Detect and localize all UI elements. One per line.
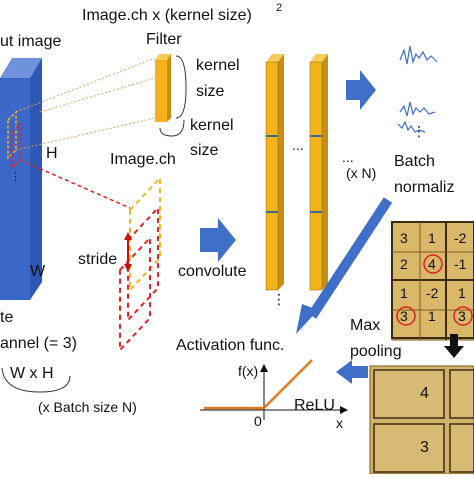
projection-lines	[15, 57, 156, 151]
to-activation-arrow	[296, 197, 393, 334]
cell-3-0: 3	[400, 308, 408, 324]
feature-map-grid	[391, 221, 474, 341]
cell-3-1: 1	[428, 308, 436, 324]
input-dots: ⋮	[10, 171, 21, 183]
to-pooled-arrow	[336, 360, 368, 384]
filter-bank-dots-side: ...	[342, 149, 354, 165]
pooling-label: pooling	[350, 343, 402, 360]
wxh-brace	[1, 367, 71, 393]
input-image-label: ut image	[0, 33, 61, 50]
cell-3-2: 3	[458, 308, 466, 324]
max-circle-1	[423, 254, 443, 274]
to-batchnorm-arrow	[346, 70, 376, 110]
batch-label: Batch	[394, 153, 435, 170]
stride-label: stride	[78, 251, 117, 268]
kernel-size-2a: kernel	[190, 117, 234, 134]
normaliz-label: normaliz	[394, 179, 454, 196]
convolute-arrow	[200, 218, 236, 262]
relu-label: ReLU	[294, 397, 335, 414]
kernel-formula-label: Image.ch x (kernel size)	[82, 7, 252, 24]
filter-label: Filter	[146, 31, 182, 48]
cell-1-1: 4	[428, 256, 436, 272]
stride-windows	[119, 175, 161, 353]
wxh-label: W x H	[10, 365, 54, 382]
channel-label: annel (= 3)	[0, 335, 77, 352]
cell-2-1: -2	[426, 285, 439, 301]
cell-2-0: 1	[400, 285, 408, 301]
distribution-dots: ⋮	[412, 123, 426, 139]
origin-label: 0	[254, 413, 262, 429]
cell-0-1: 1	[428, 230, 436, 246]
max-circle-2	[396, 306, 416, 326]
x-axis-label: x	[336, 415, 343, 431]
cell-1-0: 2	[400, 256, 408, 272]
max-circle-3	[453, 306, 473, 326]
convolute-label: convolute	[178, 263, 247, 280]
pooled-grid	[369, 365, 474, 475]
red-projection-line	[19, 159, 131, 209]
distribution-plots	[397, 45, 438, 133]
pooled-value-2: 3	[420, 439, 429, 456]
kernel-brace-depth	[159, 119, 185, 137]
pooling-down-arrow	[444, 334, 464, 358]
filter-bank-dots-bottom: ⋮	[272, 291, 286, 307]
filter-bank-dots: ...	[292, 137, 304, 153]
cell-0-2: -2	[454, 230, 467, 246]
kernel-size-2b: size	[190, 142, 219, 159]
input-image-block	[0, 58, 42, 300]
fx-label: f(x)	[238, 363, 258, 379]
kernel-size-1b: size	[196, 83, 225, 100]
activation-label: Activation func.	[176, 337, 285, 354]
kernel-size-1a: kernel	[196, 57, 240, 74]
cell-2-2: 1	[458, 285, 466, 301]
height-label: H	[46, 145, 58, 162]
cell-0-0: 3	[400, 230, 408, 246]
xn-label: (x N)	[346, 165, 376, 181]
cell-1-2: -1	[454, 256, 467, 272]
kernel-brace-vertical	[175, 55, 187, 119]
te-label: te	[0, 309, 13, 326]
kernel-formula-exponent: 2	[276, 2, 282, 14]
filter-bank	[265, 54, 328, 291]
filter-block	[155, 54, 171, 122]
image-ch-label: Image.ch	[110, 151, 176, 168]
stride-arrow	[124, 232, 132, 272]
relu-plot	[200, 359, 348, 420]
batch-size-label: (x Batch size N)	[38, 399, 137, 415]
pooled-value-1: 4	[420, 385, 429, 402]
width-label: W	[30, 263, 46, 280]
max-label: Max	[350, 317, 380, 334]
